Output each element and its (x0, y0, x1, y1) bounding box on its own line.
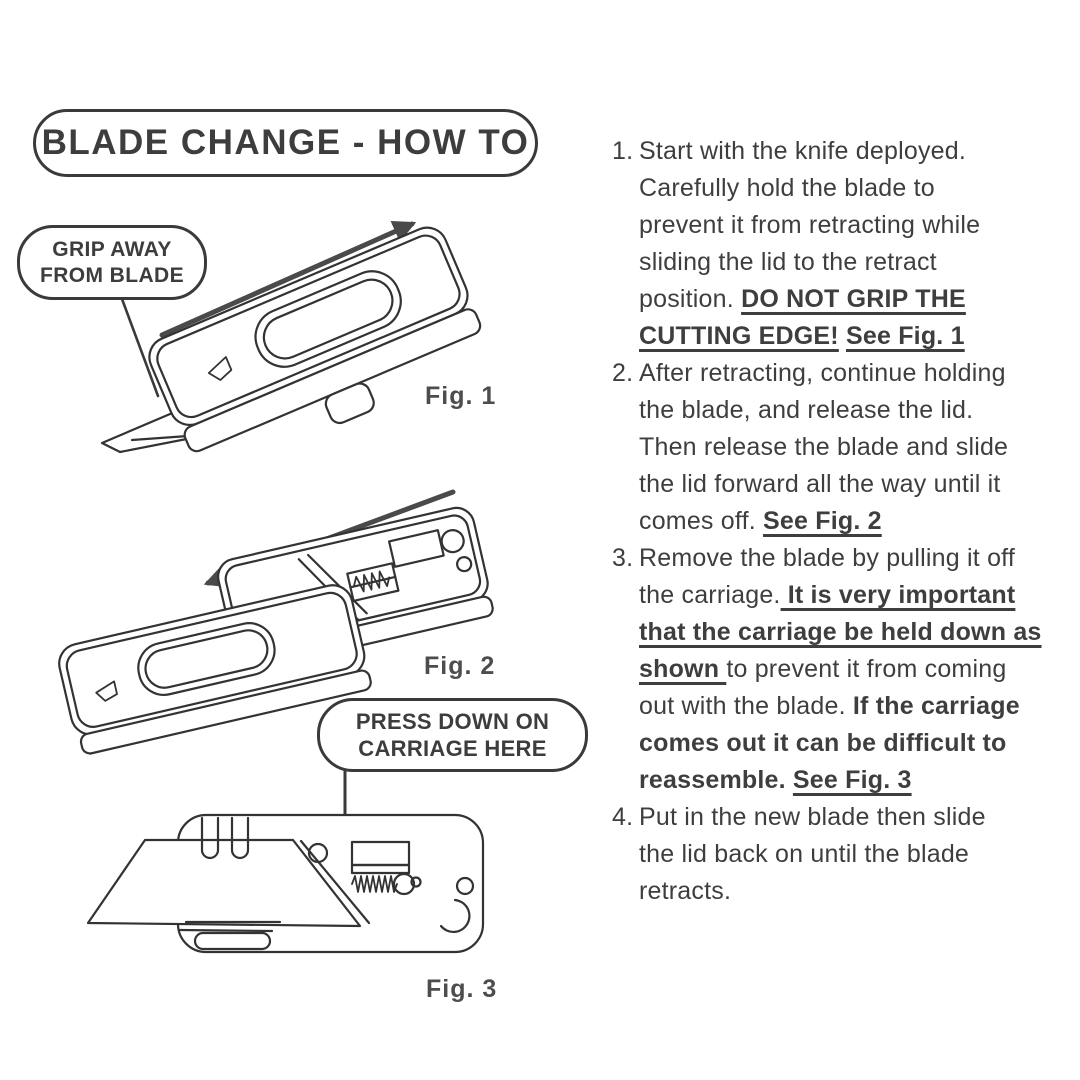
fig2-label: Fig. 2 (424, 652, 496, 680)
instructions-list: 1.Start with the knife deployed. Careful… (612, 133, 1080, 910)
step-number: 1. (612, 137, 634, 165)
fig1-knife-drawing (100, 220, 482, 454)
slide-arrow-up-right-icon (159, 220, 417, 338)
step-text-segment: Remove the blade by pulling it off the c… (639, 544, 1016, 609)
fig3-knife-drawing (86, 768, 485, 954)
step-text-segment: Put in the new blade then slide the lid … (639, 803, 986, 905)
page-title: BLADE CHANGE - HOW TO (33, 109, 538, 177)
step-number: 4. (612, 803, 634, 831)
step-text: Start with the knife deployed. Carefully… (639, 137, 980, 350)
step-text-segment: If the carriage comes out it can be diff… (639, 692, 1020, 794)
instruction-step: 2.After retracting, continue holding the… (612, 355, 1080, 540)
fig2-lid-blade-glyph (95, 680, 118, 702)
step-text-segment: See Fig. 1 (845, 322, 965, 350)
step-text-segment: See Fig. 2 (763, 507, 882, 535)
step-text-segment: See Fig. 3 (792, 766, 912, 794)
step-text: Put in the new blade then slide the lid … (639, 803, 986, 905)
page-title-text: BLADE CHANGE - HOW TO (41, 123, 530, 162)
step-text-segment: After retracting, continue holding the b… (639, 359, 1009, 535)
step-number: 2. (612, 359, 634, 387)
fig1-label: Fig. 1 (425, 382, 497, 410)
fig3-spring (351, 875, 398, 893)
step-text-segment: Start with the knife deployed. Carefully… (639, 137, 981, 313)
step-text-segment: to prevent it from coming out with the b… (639, 655, 1007, 720)
step-text-segment: DO NOT GRIP THE CUTTING EDGE! (639, 285, 966, 350)
instruction-step: 3.Remove the blade by pulling it off the… (612, 540, 1080, 799)
fig1-lid-blade-glyph (207, 356, 233, 381)
callout-grip-away-from-blade: GRIP AWAY FROM BLADE (17, 225, 207, 300)
fig2-knife-drawing (58, 489, 494, 755)
step-text: After retracting, continue holding the b… (639, 359, 1008, 535)
step-text: Remove the blade by pulling it off the c… (639, 544, 1042, 794)
step-number: 3. (612, 544, 634, 572)
fig3-label: Fig. 3 (426, 975, 498, 1003)
step-text-segment: It is very important that the carriage b… (639, 581, 1042, 683)
callout-press-down-on-carriage: PRESS DOWN ON CARRIAGE HERE (317, 698, 588, 772)
instruction-step: 1.Start with the knife deployed. Careful… (612, 133, 1080, 355)
grip-pointer-line (120, 297, 160, 398)
instruction-step: 4.Put in the new blade then slide the li… (612, 799, 1080, 910)
fig3-blade (86, 838, 362, 928)
